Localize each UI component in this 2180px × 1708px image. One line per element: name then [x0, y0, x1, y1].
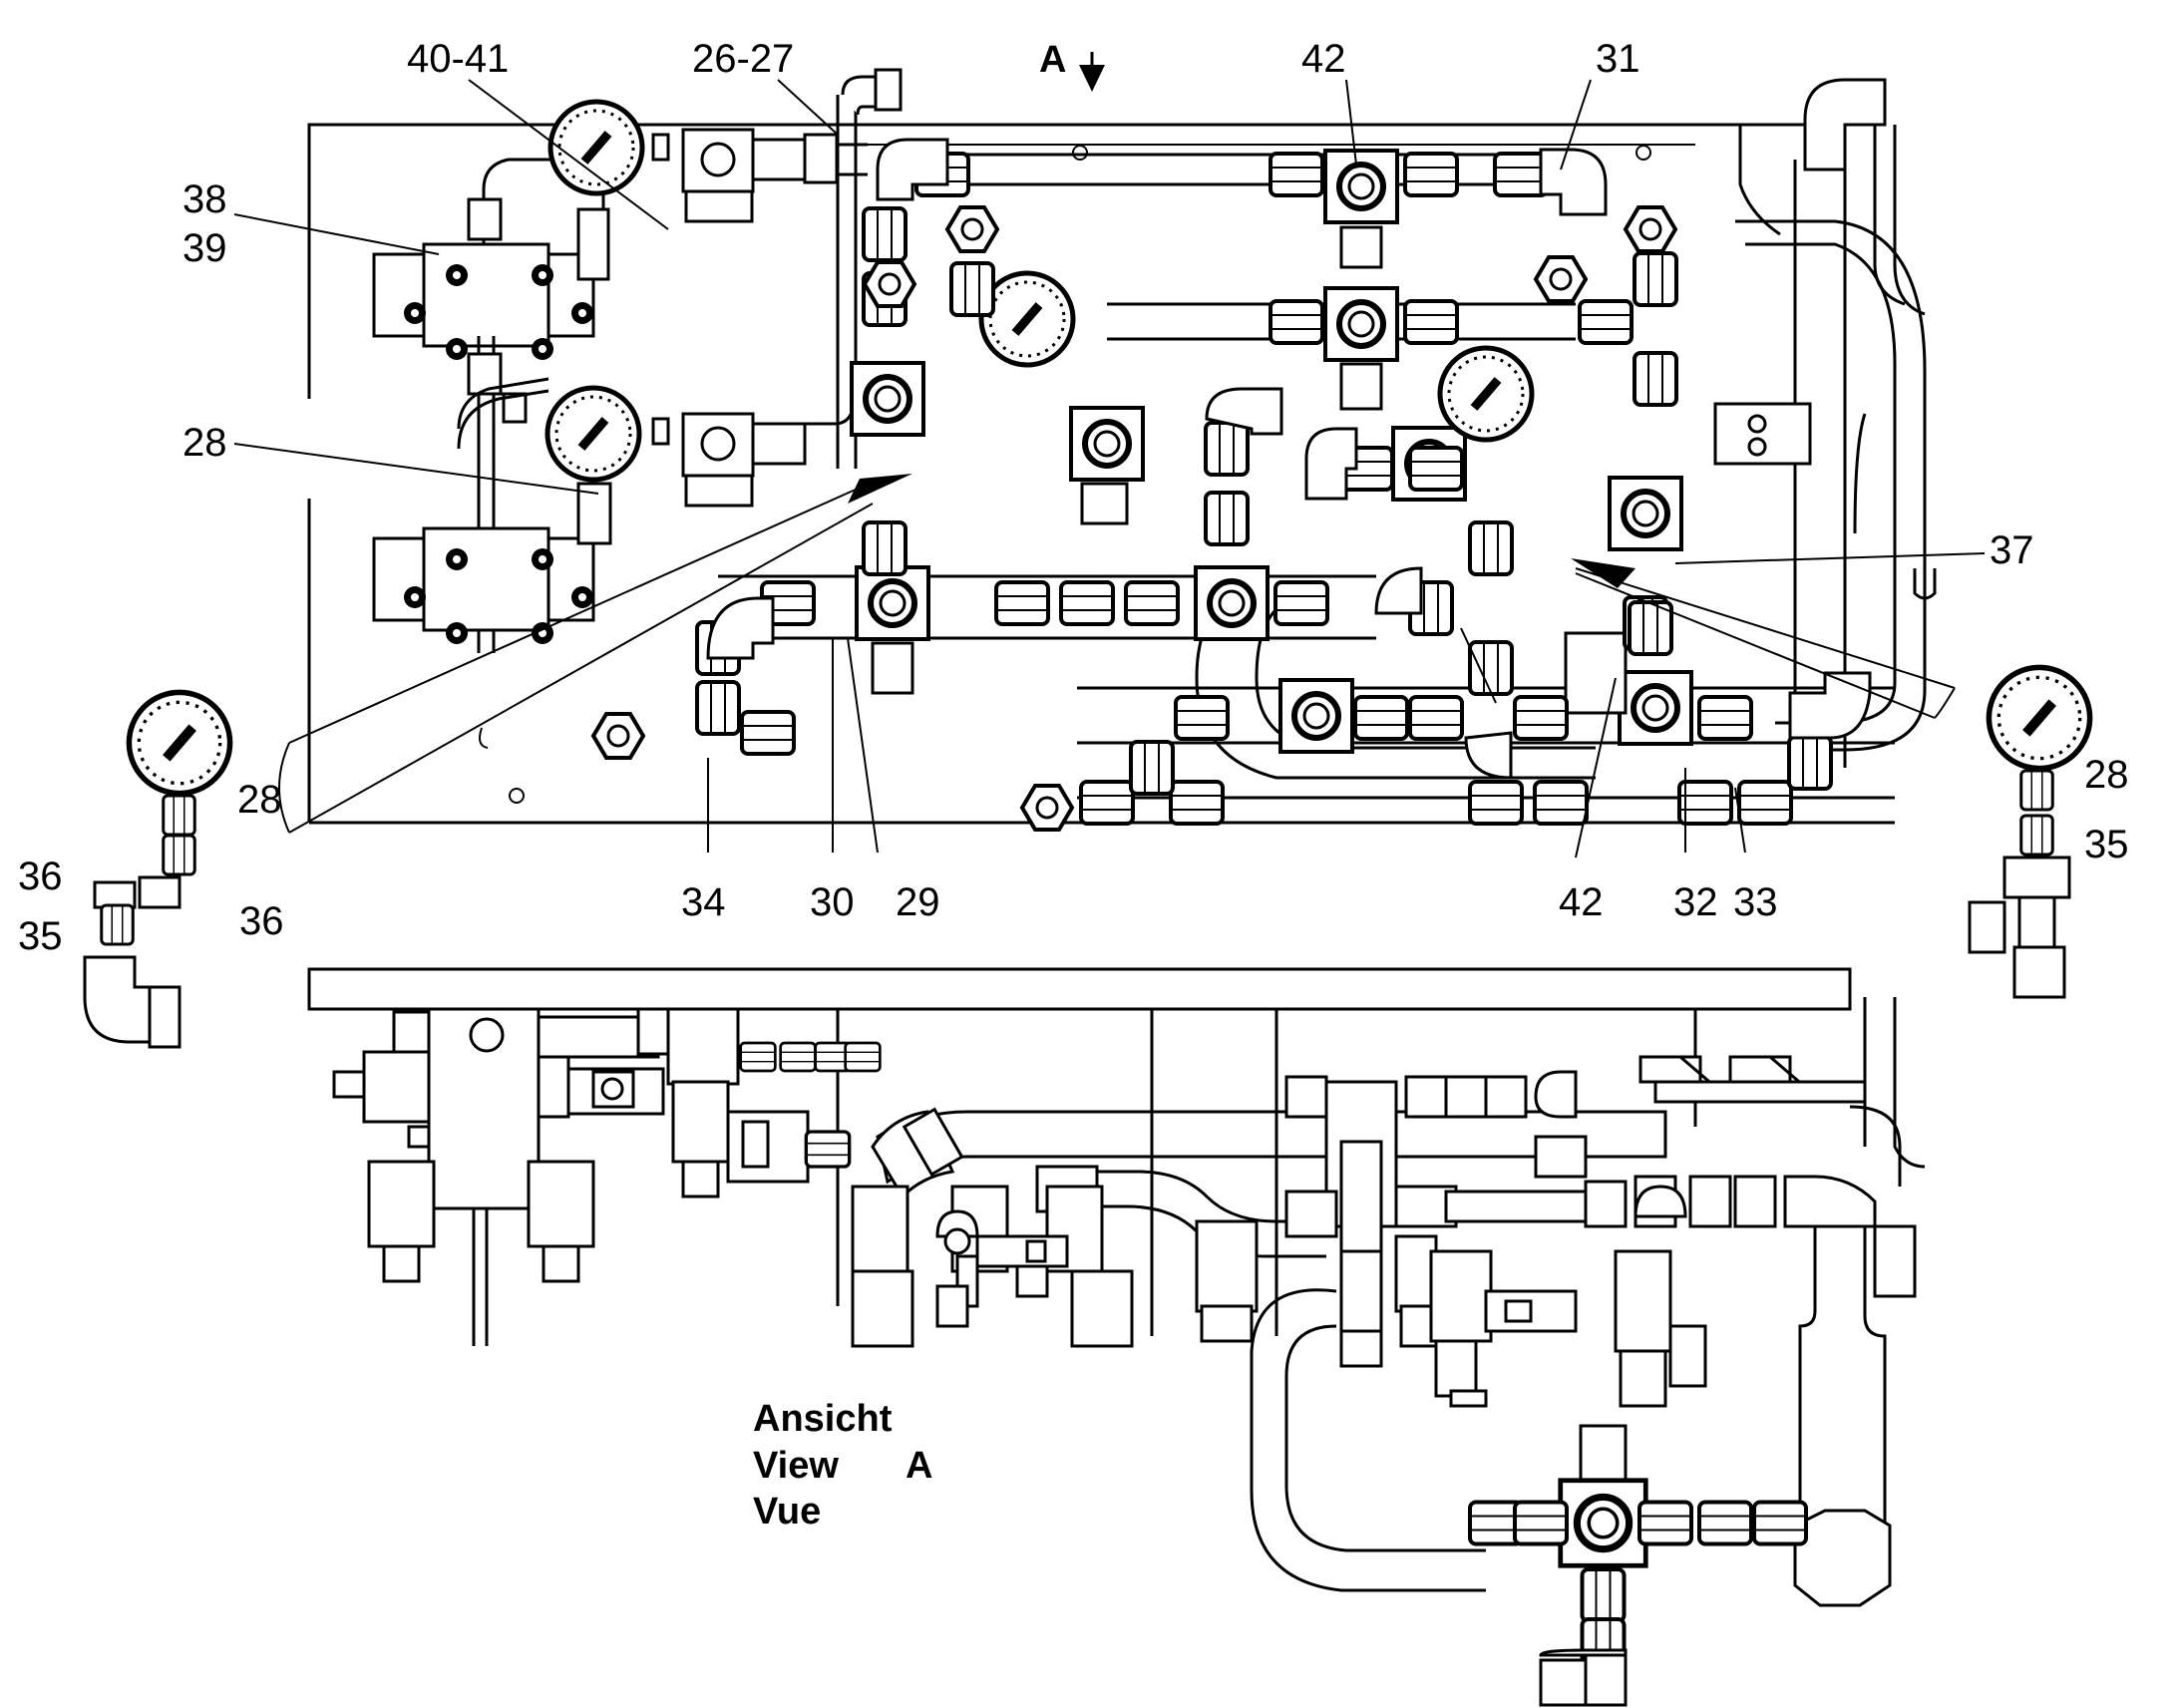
callout-label: 29: [896, 880, 940, 924]
view-a-arrow: [1079, 52, 1105, 92]
view-marker-label: A: [1039, 39, 1066, 81]
top-valves: [852, 151, 1867, 752]
caption-line-2: View: [753, 1445, 839, 1487]
callout-label: 28: [2084, 753, 2129, 797]
callout-label: 39: [182, 226, 227, 270]
callout-labels: 40-41 26-27 42 31 38 39 28 37 28 28 35 3…: [18, 37, 2129, 958]
callout-label: 35: [2084, 823, 2129, 866]
callout-label: 42: [1301, 37, 1346, 81]
callout-label: 30: [810, 880, 855, 924]
view-a-bottom-valve: [1470, 1424, 1806, 1707]
top-left-gauges: [457, 102, 670, 545]
callout-label: 37: [1990, 528, 2034, 572]
callout-label: 33: [1733, 880, 1778, 924]
callout-label: 36: [18, 854, 63, 898]
top-solenoid-row: [681, 68, 903, 508]
view-a-frame: [307, 967, 1852, 1336]
callout-label: 32: [1673, 880, 1718, 924]
caption-line-1: Ansicht: [753, 1398, 893, 1440]
callout-label: 42: [1559, 880, 1604, 924]
left-gauge-detail: [83, 692, 230, 1049]
top-elbows: [706, 78, 1887, 780]
view-a-right: [1250, 997, 1926, 1607]
callout-label: 38: [182, 177, 227, 221]
right-gauge-detail: [1968, 667, 2090, 999]
view-a-left-manifold: [332, 1007, 670, 1346]
left-valve-blocks: [372, 158, 610, 653]
callout-label: 40-41: [407, 37, 509, 81]
view-a-center: [851, 1107, 1667, 1348]
callout-label: 28: [237, 778, 282, 822]
caption-line-2-letter: A: [906, 1445, 932, 1487]
view-a-solenoid: [666, 1007, 882, 1198]
callout-label: 36: [239, 899, 284, 943]
callout-label: 26-27: [692, 37, 794, 81]
callout-label: 34: [681, 880, 726, 924]
callout-label: 28: [182, 421, 227, 465]
callout-label: 35: [18, 914, 63, 958]
caption-line-3: Vue: [753, 1491, 821, 1533]
callout-label: 31: [1596, 37, 1640, 81]
view-caption: Ansicht View A Vue: [753, 1398, 932, 1533]
central-pipework: [718, 125, 1937, 800]
callout-leaders: [233, 79, 1986, 858]
